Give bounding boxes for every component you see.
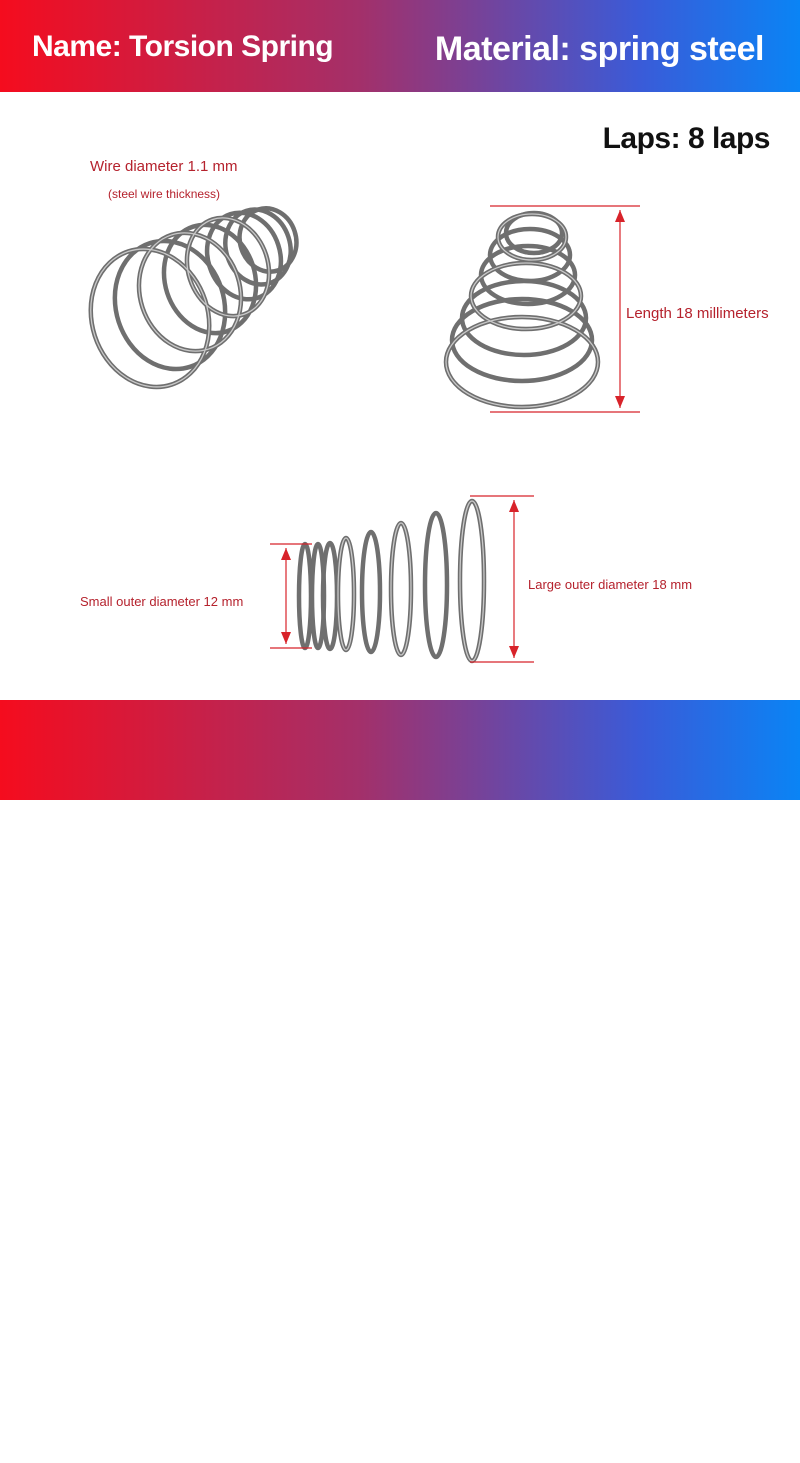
spring-coils-side — [296, 498, 487, 664]
product-name: Name: Torsion Spring — [32, 30, 334, 63]
wire-thickness-note: (steel wire thickness) — [108, 187, 221, 201]
length-dimension-line — [490, 205, 640, 413]
spring-image-angled — [88, 206, 299, 390]
small-diameter-dimension-line — [270, 543, 312, 649]
small-outer-diameter-label: Small outer diameter 12 mm — [80, 594, 244, 609]
length-label: Length 18 millimeters — [626, 305, 769, 322]
spring-image-side — [270, 495, 534, 664]
laps-label: Laps: 8 laps — [602, 122, 771, 155]
spring-coils-front — [443, 210, 601, 410]
large-outer-diameter-label: Large outer diameter 18 mm — [528, 577, 693, 592]
large-diameter-dimension-line — [470, 495, 534, 663]
spring-image-front — [443, 205, 640, 413]
spec-summary: Wire diameter 1.1mm * Small outer diamet… — [46, 1443, 754, 1462]
wire-diameter-label: Wire diameter 1.1 mm — [90, 158, 238, 175]
bottom-banner: Wire diameter 1.1mm * Small outer diamet… — [0, 700, 800, 1462]
material-label: Material: spring steel — [434, 30, 765, 68]
top-banner: Name: Torsion Spring Material: spring st… — [0, 0, 800, 92]
spring-coils-angled — [88, 206, 299, 390]
